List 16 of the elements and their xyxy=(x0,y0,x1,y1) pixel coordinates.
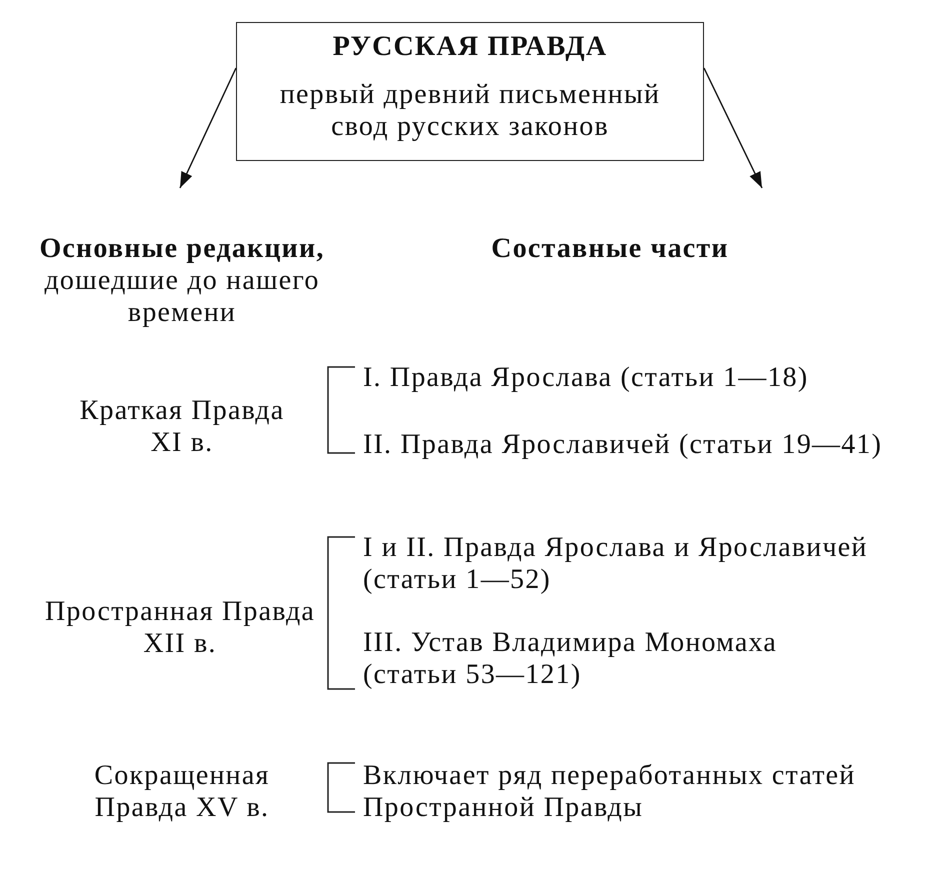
arrow xyxy=(179,68,237,188)
edition-name: Краткая Правда XI в. xyxy=(78,395,286,459)
edition-name: Сокращенная Правда XV в. xyxy=(93,760,271,824)
title-box xyxy=(236,22,704,161)
column-subheading: дошедшие до нашего времени xyxy=(43,265,321,329)
part-description: II. Правда Ярославичей (статьи 19—41) xyxy=(363,429,882,461)
title-text: РУССКАЯ ПРАВДА xyxy=(332,31,608,63)
part-description: I. Правда Ярослава (статьи 1—18) xyxy=(363,362,808,394)
column-heading: Составные части xyxy=(491,233,729,265)
arrow xyxy=(703,68,763,188)
column-heading: Основные редакции, xyxy=(39,233,325,265)
part-description: Включает ряд переработанных статей Пространной Правды xyxy=(363,760,856,824)
subtitle-text: первый древний письменный свод русских законов xyxy=(278,79,662,143)
part-description: III. Устав Владимира Мономаха (статьи 53—121) xyxy=(363,627,778,691)
edition-name: Пространная Правда XII в. xyxy=(44,596,316,660)
part-description: I и II. Правда Ярослава и Ярославичей (статьи 1—52) xyxy=(363,532,869,596)
